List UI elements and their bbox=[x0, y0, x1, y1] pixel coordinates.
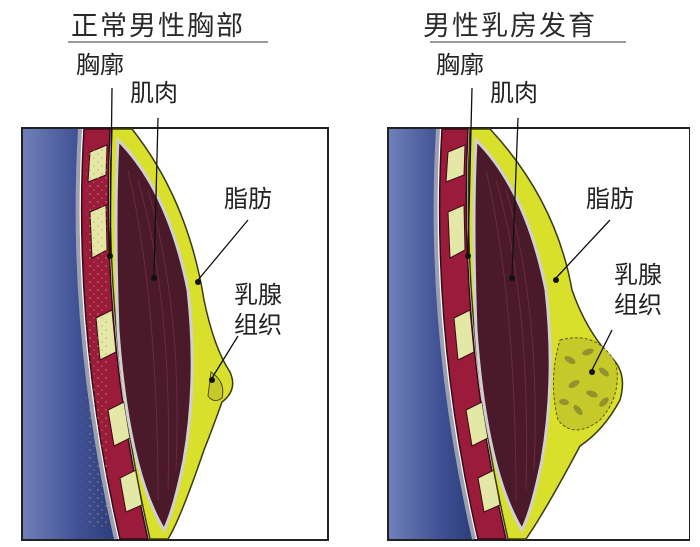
gynecomastia-panel: 男性乳房发育 bbox=[360, 0, 690, 547]
rib-cartilage-group bbox=[445, 144, 501, 513]
label-gland-line1: 乳腺 bbox=[234, 281, 282, 309]
cartilage-segment bbox=[453, 309, 475, 361]
label-muscle: 肌肉 bbox=[490, 79, 538, 107]
pleura-line bbox=[433, 128, 476, 540]
gynecomastia-diagram bbox=[387, 87, 690, 541]
title-underline bbox=[68, 41, 268, 43]
normal-chest-diagram bbox=[21, 87, 329, 541]
panel-title: 男性乳房发育 bbox=[423, 11, 597, 42]
label-ribs: 胸廓 bbox=[436, 51, 484, 79]
leader-lines bbox=[467, 87, 613, 371]
gland-lobules bbox=[559, 348, 609, 415]
normal-chest-panel: 正常男性胸部 bbox=[8, 0, 338, 547]
label-muscle: 肌肉 bbox=[130, 79, 178, 107]
label-gland-line1: 乳腺 bbox=[614, 261, 662, 289]
title-underline bbox=[430, 41, 626, 43]
label-gland-line2: 组织 bbox=[234, 311, 282, 339]
label-gland-line2: 组织 bbox=[614, 291, 662, 319]
pectoral-muscle bbox=[114, 136, 194, 534]
leader-dots bbox=[465, 253, 595, 375]
label-fat: 脂肪 bbox=[224, 185, 272, 213]
label-ribs: 胸廓 bbox=[76, 51, 124, 79]
cartilage-segment bbox=[445, 144, 466, 183]
cartilage-texture bbox=[86, 148, 108, 528]
panel-title: 正常男性胸部 bbox=[71, 11, 245, 42]
muscle-fibers bbox=[127, 169, 178, 501]
label-fat: 脂肪 bbox=[586, 185, 634, 213]
leader-dots bbox=[107, 253, 215, 383]
cartilage-segment bbox=[447, 204, 466, 259]
pectoral-muscle bbox=[472, 136, 552, 534]
leader-lines bbox=[109, 87, 249, 379]
